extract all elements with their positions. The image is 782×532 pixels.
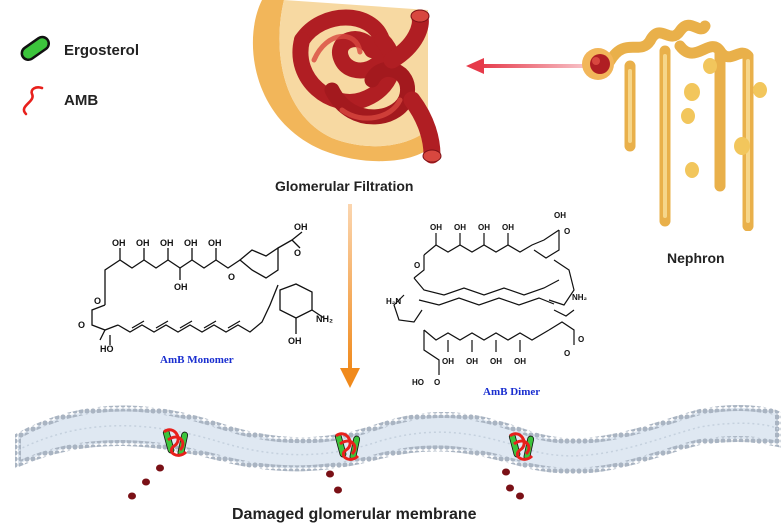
svg-text:O: O [78,320,85,330]
pore-1 [162,428,189,457]
damaged-membrane [15,405,781,500]
svg-text:O: O [434,378,440,387]
svg-text:OH: OH [208,238,222,248]
amb-icon [22,86,44,116]
svg-text:OH: OH [466,357,478,366]
svg-text:HO: HO [100,344,114,354]
bowman-capsule [252,0,432,162]
svg-text:O: O [228,272,235,282]
svg-text:O: O [294,248,301,258]
svg-text:OH: OH [454,223,466,232]
svg-text:OH: OH [288,336,302,346]
amb-monomer-structure: OH OH OH OH OH OH OH O O O HO NH₂ OH O [78,222,333,354]
svg-text:OH: OH [514,357,526,366]
nephron-label: Nephron [667,250,725,266]
svg-text:OH: OH [478,223,490,232]
svg-text:OH: OH [430,223,442,232]
nephron-illustration [582,19,767,231]
glomerulus-illustration [252,0,442,164]
svg-text:HO: HO [412,378,424,387]
amb-dimer-label: AmB Dimer [483,386,541,398]
svg-text:OH: OH [490,357,502,366]
glomerular-filtration-label: Glomerular Filtration [275,178,414,194]
svg-text:OH: OH [294,222,308,232]
legend: Ergosterol AMB [14,28,174,118]
svg-text:OH: OH [502,223,514,232]
membrane-band [15,405,781,474]
red-arrow [466,58,584,74]
legend-amb-label: AMB [64,92,99,109]
orange-arrow [340,204,360,388]
svg-text:H₂N: H₂N [386,297,401,306]
damaged-membrane-label: Damaged glomerular membrane [232,506,477,523]
pore-2 [334,432,361,461]
ergosterol-icon [20,35,50,62]
svg-text:OH: OH [442,357,454,366]
svg-text:O: O [564,349,570,358]
pore-3 [508,432,535,461]
svg-text:O: O [564,227,570,236]
svg-text:OH: OH [554,211,566,220]
svg-text:O: O [578,335,584,344]
svg-text:NH₂: NH₂ [572,293,588,302]
svg-text:OH: OH [160,238,174,248]
legend-ergosterol-label: Ergosterol [64,42,140,59]
svg-text:OH: OH [136,238,150,248]
blood-drops [128,464,524,500]
amb-monomer-label: AmB Monomer [160,354,234,366]
svg-text:NH₂: NH₂ [316,314,333,324]
svg-text:O: O [94,296,101,306]
svg-text:OH: OH [174,282,188,292]
svg-text:O: O [414,261,420,270]
svg-text:OH: OH [184,238,198,248]
svg-text:OH: OH [112,238,126,248]
